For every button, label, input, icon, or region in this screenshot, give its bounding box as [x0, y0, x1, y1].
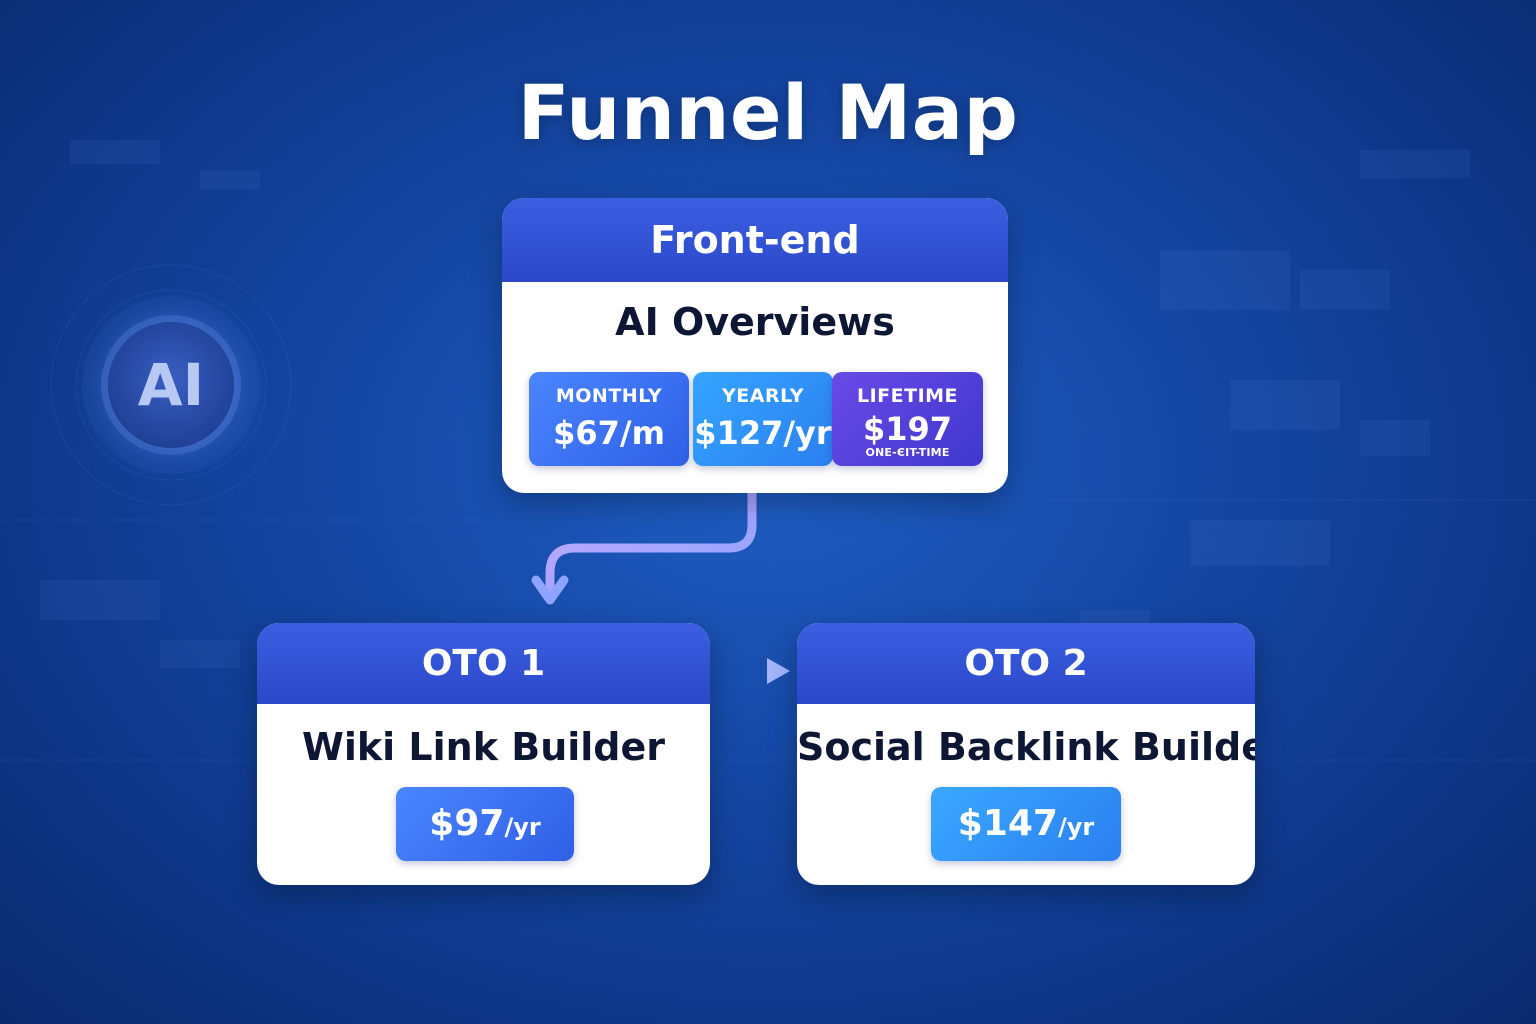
oto1-price: $97: [429, 803, 505, 844]
lifetime-plan-label: LIFETIME: [856, 385, 959, 407]
oto2-card: OTO 2 Social Backlink Builder $147/yr: [797, 623, 1255, 885]
oto2-product-name: Social Backlink Builder: [797, 725, 1255, 769]
lifetime-plan[interactable]: LIFETIME $197 ONE-ЄIT-TIME: [832, 372, 983, 466]
oto1-price-unit: /yr: [504, 813, 541, 841]
lifetime-plan-note: ONE-ЄIT-TIME: [865, 446, 950, 459]
oto1-card: OTO 1 Wiki Link Builder $97/yr: [257, 623, 710, 885]
oto1-product-name: Wiki Link Builder: [301, 725, 666, 769]
oto2-price-unit: /yr: [1057, 813, 1095, 841]
oto1-header: OTO 1: [257, 623, 710, 704]
frontend-price-options: MONTHLY $67/m YEARLY $127/yr LIFETIME $1…: [529, 372, 983, 466]
frontend-card: Front-end AI Overviews MONTHLY $67/m YEA…: [502, 198, 1008, 493]
oto2-price: $147: [957, 803, 1058, 844]
frontend-product-name: AI Overviews: [615, 300, 895, 344]
oto2-header: OTO 2: [797, 623, 1255, 704]
lifetime-plan-price: $197: [862, 410, 953, 448]
oto1-price-button[interactable]: $97/yr: [396, 787, 574, 861]
yearly-plan[interactable]: YEARLY $127/yr: [693, 372, 833, 466]
monthly-plan-price: $67/m: [553, 414, 665, 452]
yearly-plan-label: YEARLY: [722, 385, 804, 407]
oto2-price-button[interactable]: $147/yr: [931, 787, 1121, 861]
monthly-plan-label: MONTHLY: [555, 385, 663, 407]
ai-badge-icon: AI: [108, 322, 234, 448]
frontend-header: Front-end: [502, 198, 1008, 282]
yearly-plan-price: $127/yr: [694, 414, 832, 452]
monthly-plan[interactable]: MONTHLY $67/m: [529, 372, 689, 466]
page-title: Funnel Map: [517, 68, 1019, 157]
